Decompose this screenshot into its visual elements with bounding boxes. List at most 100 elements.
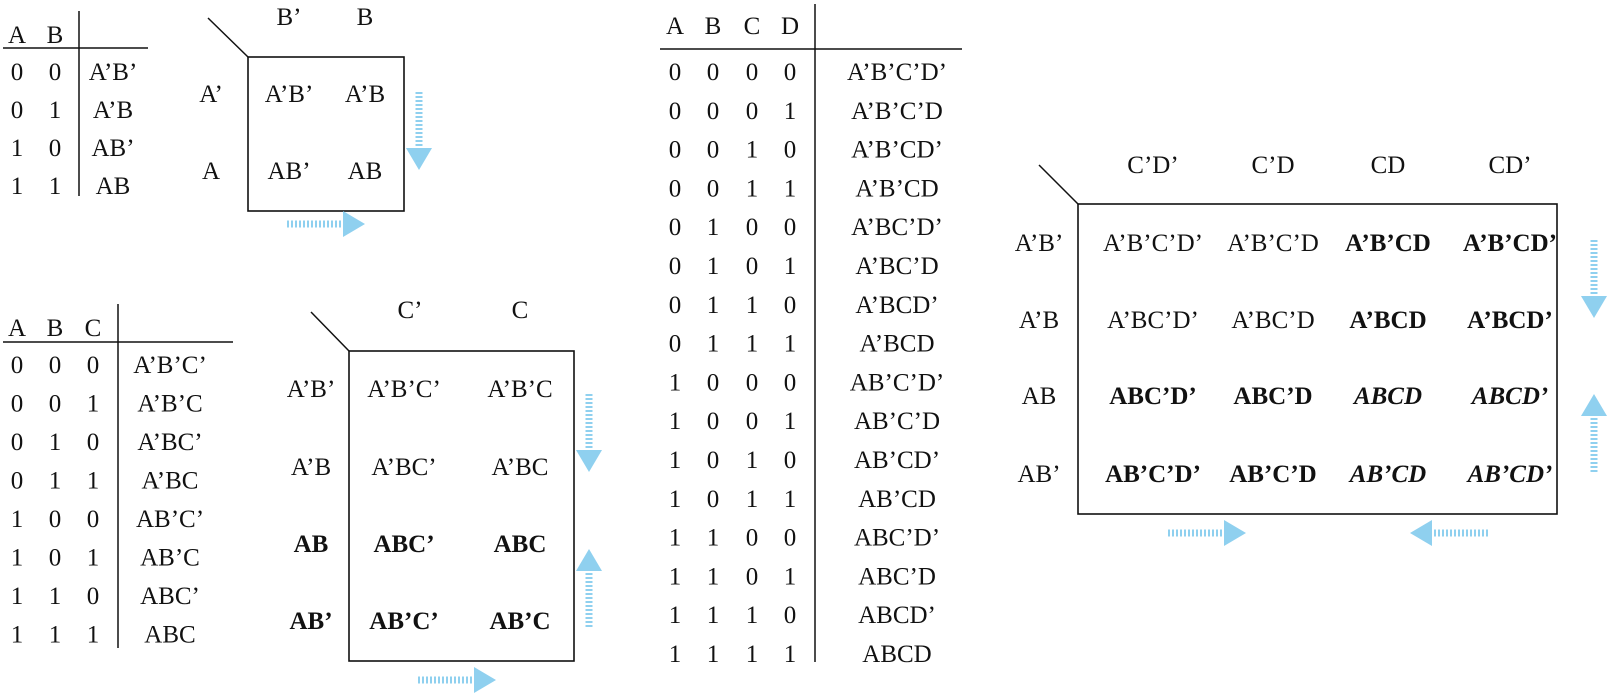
row-label: A’ — [199, 81, 223, 108]
bit-cell: 0 — [87, 506, 100, 533]
header-b: B — [47, 315, 64, 342]
kmap-cell: ABC — [494, 531, 547, 558]
row-label: A’B — [1019, 307, 1059, 334]
minterm-cell: AB’CD’ — [854, 447, 940, 474]
bit-cell: 0 — [87, 352, 100, 379]
bit-cell: 1 — [11, 622, 24, 649]
bit-cell: 1 — [746, 602, 759, 629]
arrow-head — [1581, 394, 1607, 416]
bit-cell: 0 — [746, 369, 759, 396]
kmap-cell: ABCD’ — [1470, 383, 1548, 410]
bit-cell: 0 — [746, 98, 759, 125]
minterm-cell: AB — [96, 173, 131, 200]
kmap-cell: A’B’C’D — [1227, 230, 1319, 257]
col-label: B — [357, 4, 374, 31]
kmap-cell: A’B’CD’ — [1463, 230, 1557, 257]
bit-cell: 0 — [707, 175, 720, 202]
kmap-cell: AB — [348, 158, 383, 185]
kmap-cell: A’BCD — [1349, 307, 1426, 334]
col-label: CD’ — [1488, 152, 1531, 179]
minterm-cell: A’BCD’ — [855, 292, 938, 319]
arrow-up-icon — [1581, 394, 1607, 472]
minterm-cell: A’B’C’D — [851, 98, 943, 125]
bit-cell: 0 — [746, 408, 759, 435]
bit-cell: 1 — [49, 583, 62, 610]
minterm-cell: ABC — [144, 622, 195, 649]
bit-cell: 1 — [746, 331, 759, 358]
bit-cell: 0 — [11, 352, 24, 379]
header-a: A — [666, 13, 684, 40]
header-d: D — [781, 13, 799, 40]
bit-cell: 1 — [784, 486, 797, 513]
bit-cell: 1 — [746, 447, 759, 474]
minterm-cell: AB’C — [140, 545, 200, 572]
bit-cell: 0 — [87, 429, 100, 456]
bit-cell: 1 — [746, 175, 759, 202]
minterm-cell: AB’C’ — [136, 506, 204, 533]
minterm-cell: A’B’C — [137, 391, 202, 418]
header-b: B — [705, 13, 722, 40]
bit-cell: 1 — [669, 641, 682, 668]
bit-cell: 1 — [11, 173, 24, 200]
kmap-cell: AB’C — [489, 608, 550, 635]
arrow-right-icon — [287, 211, 365, 237]
bit-cell: 1 — [746, 137, 759, 164]
arrow-head — [576, 549, 602, 571]
bit-cell: 0 — [746, 59, 759, 86]
bit-cell: 0 — [707, 447, 720, 474]
bit-cell: 0 — [746, 214, 759, 241]
kmap-cell: A’BCD’ — [1467, 307, 1553, 334]
arrow-head — [406, 148, 432, 170]
bit-cell: 1 — [11, 583, 24, 610]
kmap-cell: A’B — [345, 81, 385, 108]
arrow-down-icon — [576, 394, 602, 472]
bit-cell: 1 — [49, 429, 62, 456]
arrow-head — [1581, 296, 1607, 318]
arrow-head — [343, 211, 365, 237]
row-label: AB’ — [289, 608, 332, 635]
minterm-cell: A’B’CD’ — [851, 137, 943, 164]
arrow-head — [474, 667, 496, 693]
kmap-grid — [348, 350, 575, 662]
bit-cell: 1 — [11, 135, 24, 162]
bit-cell: 1 — [707, 253, 720, 280]
kmap-cell: A’B’C’ — [367, 376, 441, 403]
arrow-down-icon — [406, 92, 432, 170]
col-label: C’ — [398, 297, 423, 324]
row-label: A’B — [291, 454, 331, 481]
kmap-cell: A’BC’D’ — [1107, 307, 1199, 334]
bit-cell: 1 — [707, 525, 720, 552]
corner-diagonal — [310, 311, 350, 352]
bit-cell: 0 — [784, 602, 797, 629]
minterm-cell: A’BCD — [859, 331, 934, 358]
bit-cell: 0 — [669, 253, 682, 280]
bit-cell: 1 — [11, 506, 24, 533]
bit-cell: 0 — [707, 137, 720, 164]
bit-cell: 0 — [49, 135, 62, 162]
minterm-cell: A’BC — [142, 468, 199, 495]
kmap-cell: AB’ — [267, 158, 310, 185]
minterm-cell: ABC’D — [858, 563, 936, 590]
bit-cell: 0 — [49, 506, 62, 533]
kmap-cell: A’BC’D — [1231, 307, 1314, 334]
arrow-right-icon — [1168, 520, 1246, 546]
bit-cell: 1 — [784, 408, 797, 435]
bit-cell: 1 — [707, 602, 720, 629]
bit-cell: 1 — [11, 545, 24, 572]
bit-cell: 1 — [669, 447, 682, 474]
bit-cell: 1 — [669, 563, 682, 590]
bit-cell: 1 — [784, 98, 797, 125]
kmap-cell: ABC’D’ — [1109, 383, 1197, 410]
bit-cell: 1 — [746, 486, 759, 513]
bit-cell: 0 — [707, 486, 720, 513]
bit-cell: 0 — [669, 214, 682, 241]
kmap-cell: AB’C’D’ — [1105, 461, 1201, 488]
bit-cell: 1 — [707, 331, 720, 358]
bit-cell: 1 — [669, 486, 682, 513]
col-label: C’D’ — [1127, 152, 1178, 179]
